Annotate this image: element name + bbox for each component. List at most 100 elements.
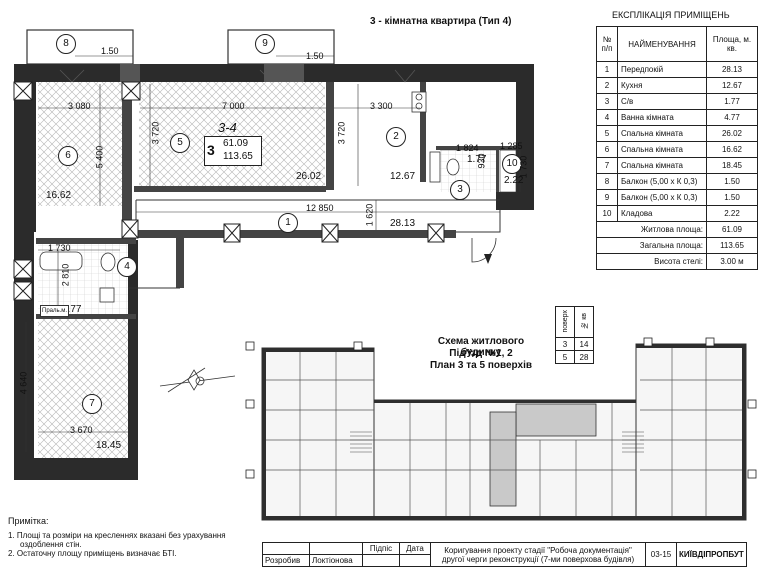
apartment-rooms: 3: [207, 142, 215, 158]
total-value: 113.65: [706, 237, 758, 254]
apartment-code: 3-4: [218, 120, 237, 135]
title-block: Підпіс Дата Коригування проекту стадії "…: [262, 542, 747, 567]
room-6-floor: [38, 82, 122, 206]
row-name: Передпокій: [617, 61, 707, 78]
room-marker-4: 4: [117, 257, 137, 277]
row-num: 8: [596, 173, 618, 190]
dim-3720-a: 3 720: [150, 121, 161, 145]
height-row: Висота стелі:3.00 м: [596, 253, 758, 270]
compass-icon: [159, 367, 236, 393]
height-value: 3.00 м: [706, 253, 758, 270]
row-name: Спальна кімната: [617, 125, 707, 142]
explication-title: ЕКСПЛІКАЦІЯ ПРИМІЩЕНЬ: [612, 10, 730, 20]
scheme-title-1: Схема житлового будинку: [437, 336, 525, 358]
row-area: 2.22: [706, 205, 758, 222]
living-label: Житлова площа:: [596, 221, 707, 238]
area-room-3: 1.77: [467, 154, 487, 165]
floors-header: поверх № кв: [555, 306, 594, 338]
area-room-6: 16.62: [46, 190, 72, 201]
room-marker-6: 6: [58, 146, 78, 166]
row-num: 1: [596, 61, 618, 78]
role: Розробив: [262, 554, 310, 567]
title-block-row-1: Підпіс Дата Коригування проекту стадії "…: [262, 542, 747, 567]
row-num: 4: [596, 109, 618, 126]
row-area: 1.77: [706, 93, 758, 110]
row-name: Кухня: [617, 77, 707, 94]
living-value: 61.09: [706, 221, 758, 238]
scheme-title-3: План 3 та 5 поверхів: [429, 360, 533, 371]
plan-title: 3 - кімнатна квартира (Тип 4): [370, 16, 512, 27]
room-7-floor: [38, 318, 128, 458]
dim-1620: 1 620: [364, 203, 375, 227]
area-room-2: 12.67: [390, 171, 416, 182]
dim-7000: 7 000: [222, 101, 245, 111]
room-marker-5: 5: [170, 133, 190, 153]
room-marker-2: 2: [386, 127, 406, 147]
room-marker-7: 7: [82, 394, 102, 414]
row-num: 7: [596, 157, 618, 174]
area-room-7: 18.45: [96, 440, 122, 451]
header-area: Площа, м. кв.: [706, 26, 758, 62]
height-label: Висота стелі:: [596, 253, 707, 270]
row-area: 16.62: [706, 141, 758, 158]
note-line-1: 1. Площі та розміри на кресленнях вказан…: [8, 531, 226, 540]
sheet-code: 03-15: [645, 542, 677, 567]
row-num: 10: [596, 205, 618, 222]
balcony-9: [227, 29, 335, 65]
row-name: Балкон (5,00 х К 0,3): [617, 173, 707, 190]
header-num: № п/п: [596, 26, 618, 62]
description-line-1: Коригування проекту стадії "Робоча докум…: [444, 545, 632, 555]
row-area: 28.13: [706, 61, 758, 78]
total-label: Загальна площа:: [596, 237, 707, 254]
row-name: С/в: [617, 93, 707, 110]
room-5-floor: [139, 82, 325, 186]
person: Локтіонова: [309, 554, 363, 567]
row-area: 26.02: [706, 125, 758, 142]
room-marker-10: 10: [502, 154, 522, 174]
living-row: Житлова площа:61.09: [596, 221, 758, 238]
row-area: 1.50: [706, 189, 758, 206]
total-row: Загальна площа:113.65: [596, 237, 758, 254]
balcony-9-marker: 9: [255, 34, 275, 54]
building-scheme: [245, 337, 757, 521]
scheme-title-2: Під'їзд №1, 2: [449, 348, 513, 359]
dim-3300: 3 300: [370, 101, 393, 111]
dim-3670: 3 670: [70, 425, 93, 435]
row-area: 1.50: [706, 173, 758, 190]
apt-num: 14: [574, 337, 594, 351]
notes-title: Примітка:: [8, 516, 49, 526]
balcony-8-marker: 8: [56, 34, 76, 54]
room-marker-1: 1: [278, 213, 298, 233]
dim-2810: 2 810: [60, 263, 71, 287]
floor-num: 3: [555, 337, 575, 351]
area-room-4: 4.77: [62, 304, 82, 315]
dim-1285: 1 285: [500, 141, 523, 151]
row-name: Балкон (5,00 х К 0,3): [617, 189, 707, 206]
balcony-8: [26, 29, 134, 65]
floor-num: 5: [555, 350, 575, 364]
floors-header-apt: № кв: [580, 313, 588, 329]
apt-num: 28: [574, 350, 594, 364]
row-num: 3: [596, 93, 618, 110]
area-room-1: 28.13: [390, 218, 416, 229]
header-name: НАЙМЕНУВАННЯ: [617, 26, 707, 62]
dim-3720-b: 3 720: [336, 121, 347, 145]
explication-header: № п/п НАЙМЕНУВАННЯ Площа, м. кв.: [596, 26, 758, 62]
balcony-8-size: 1.50: [101, 46, 119, 56]
row-area: 18.45: [706, 157, 758, 174]
row-name: Спальна кімната: [617, 141, 707, 158]
area-room-5: 26.02: [296, 171, 322, 182]
dim-1824: 1 824: [456, 143, 479, 153]
